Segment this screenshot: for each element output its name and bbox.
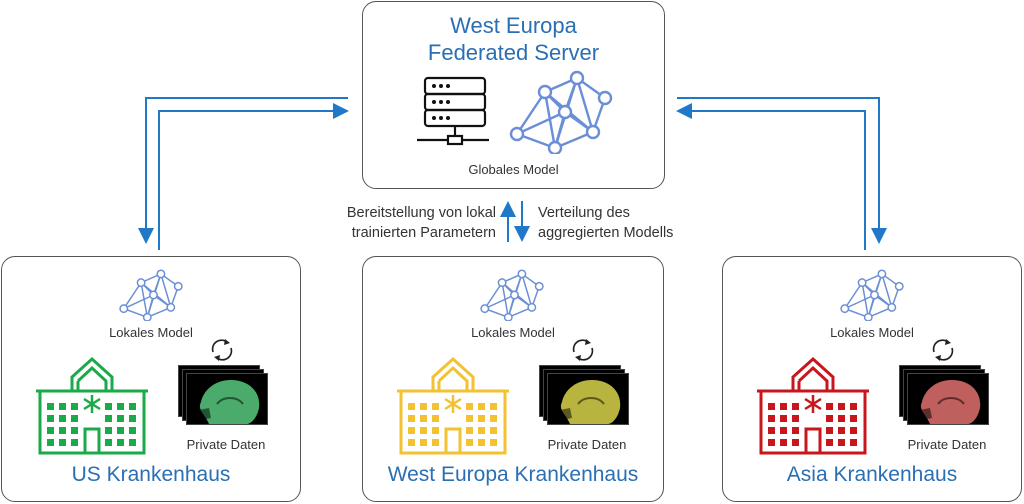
server-rack-icon — [417, 76, 489, 146]
upload-label: Bereitstellung von lokal trainierten Par… — [300, 203, 496, 243]
scan-image — [186, 373, 268, 425]
upload-label-line2: trainierten Parametern — [351, 225, 496, 241]
private-data-caption: Private Daten — [907, 437, 987, 452]
local-model-icon — [840, 269, 904, 321]
download-label-line1: Verteilung des — [538, 205, 630, 221]
private-data-caption: Private Daten — [547, 437, 627, 452]
hospital-name: US Krankenhaus — [71, 463, 231, 486]
private-data-scans-icon — [178, 365, 268, 425]
hospital-building-icon — [36, 356, 148, 455]
hospital-building-icon — [397, 356, 509, 455]
local-model-icon — [480, 269, 544, 321]
server-caption: Globales Model — [468, 162, 559, 177]
local-model-caption: Lokales Model — [109, 325, 193, 340]
hospital-box-west-europa: Lokales Model Private Daten West Europa … — [362, 256, 664, 502]
local-model-caption: Lokales Model — [471, 325, 555, 340]
arrow-us-to-server — [158, 103, 349, 250]
sync-icon — [572, 339, 594, 361]
private-data-caption: Private Daten — [186, 437, 266, 452]
scan-image — [907, 373, 989, 425]
sync-icon — [932, 339, 954, 361]
local-model-icon — [119, 269, 183, 321]
server-title: West Europa Federated Server — [363, 12, 664, 66]
local-model-caption: Lokales Model — [830, 325, 914, 340]
download-label-line2: aggregierten Modells — [538, 225, 674, 241]
server-box: West Europa Federated Server Globales Mo… — [362, 1, 665, 189]
sync-icon — [211, 339, 233, 361]
arrow-asia-to-server — [676, 103, 866, 250]
scan-image — [547, 373, 629, 425]
hospital-box-asia: Lokales Model Private Daten Asia Kranken… — [722, 256, 1022, 502]
private-data-scans-icon — [899, 365, 989, 425]
server-title-line1: West Europa — [450, 13, 577, 38]
server-title-line2: Federated Server — [427, 40, 600, 65]
arrow-server-to-us — [138, 97, 348, 244]
upload-label-line1: Bereitstellung von lokal — [346, 205, 496, 221]
hospital-box-us: Lokales Model Private Daten US Krankenha… — [1, 256, 301, 502]
hospital-name: Asia Krankenhaus — [786, 463, 958, 486]
neural-network-icon — [509, 70, 613, 154]
hospital-building-icon — [757, 356, 869, 455]
arrow-server-to-asia — [677, 97, 887, 244]
download-label: Verteilung des aggregierten Modells — [538, 203, 738, 243]
hospital-name: West Europa Krankenhaus — [387, 463, 639, 486]
private-data-scans-icon — [539, 365, 629, 425]
